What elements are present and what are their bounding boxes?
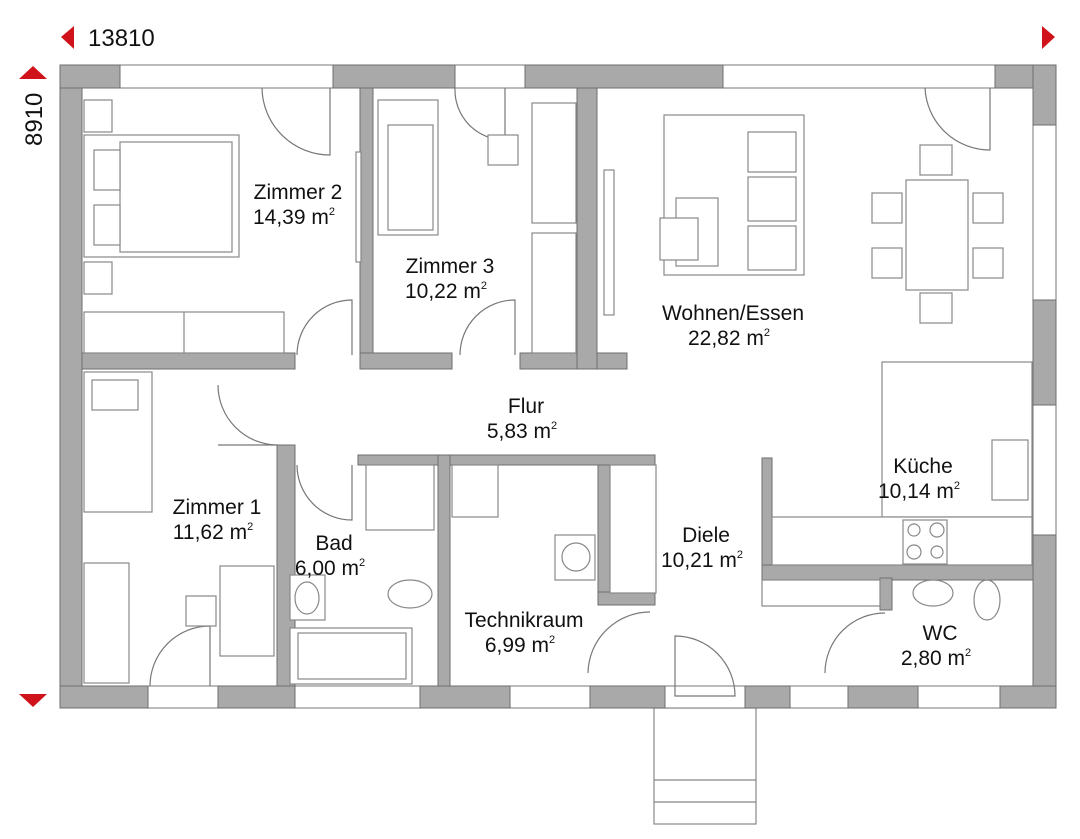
svg-text:Zimmer 1: Zimmer 1 — [173, 496, 262, 519]
arrow-down-icon — [19, 694, 47, 707]
entrance-steps — [653, 707, 757, 825]
svg-text:14,39 m2: 14,39 m2 — [253, 206, 335, 229]
arrow-left-icon — [61, 26, 74, 49]
svg-text:WC: WC — [923, 622, 958, 645]
room-label-zimmer-1: Zimmer 1 11,62 m2 — [173, 496, 262, 544]
svg-text:10,21 m2: 10,21 m2 — [661, 549, 743, 572]
svg-text:Technikraum: Technikraum — [464, 609, 583, 632]
svg-text:2,80 m2: 2,80 m2 — [901, 647, 971, 670]
svg-text:6,00 m2: 6,00 m2 — [295, 557, 365, 580]
room-label-zimmer-2: Zimmer 2 14,39 m2 — [253, 181, 342, 229]
svg-text:6,99 m2: 6,99 m2 — [485, 634, 555, 657]
svg-text:Küche: Küche — [893, 455, 953, 478]
svg-text:Wohnen/Essen: Wohnen/Essen — [662, 302, 804, 325]
svg-text:Diele: Diele — [682, 524, 730, 547]
room-label-wohnen-essen: Wohnen/Essen 22,82 m2 — [662, 302, 804, 350]
svg-text:Zimmer 3: Zimmer 3 — [406, 255, 495, 278]
svg-text:Flur: Flur — [508, 395, 544, 418]
room-label-technikraum: Technikraum 6,99 m2 — [464, 609, 583, 657]
svg-text:10,14 m2: 10,14 m2 — [878, 480, 960, 503]
depth-dimension: 8910 — [21, 93, 48, 146]
room-label-zimmer-3: Zimmer 3 10,22 m2 — [405, 255, 494, 303]
width-dimension: 13810 — [88, 25, 155, 52]
arrow-right-icon — [1042, 26, 1055, 49]
svg-text:10,22 m2: 10,22 m2 — [405, 280, 487, 303]
room-label-diele: Diele 10,21 m2 — [661, 524, 743, 572]
svg-text:5,83 m2: 5,83 m2 — [487, 420, 557, 443]
svg-text:11,62 m2: 11,62 m2 — [173, 521, 253, 544]
room-label-wc: WC 2,80 m2 — [901, 622, 971, 670]
svg-text:Zimmer 2: Zimmer 2 — [254, 181, 343, 204]
arrow-up-icon — [19, 66, 47, 79]
room-label-kueche: Küche 10,14 m2 — [878, 455, 960, 503]
svg-text:22,82 m2: 22,82 m2 — [688, 327, 770, 350]
walls — [59, 64, 1057, 709]
room-label-flur: Flur 5,83 m2 — [487, 395, 557, 443]
room-label-bad: Bad 6,00 m2 — [295, 532, 365, 580]
furniture — [83, 99, 1033, 685]
svg-text:Bad: Bad — [315, 532, 352, 555]
